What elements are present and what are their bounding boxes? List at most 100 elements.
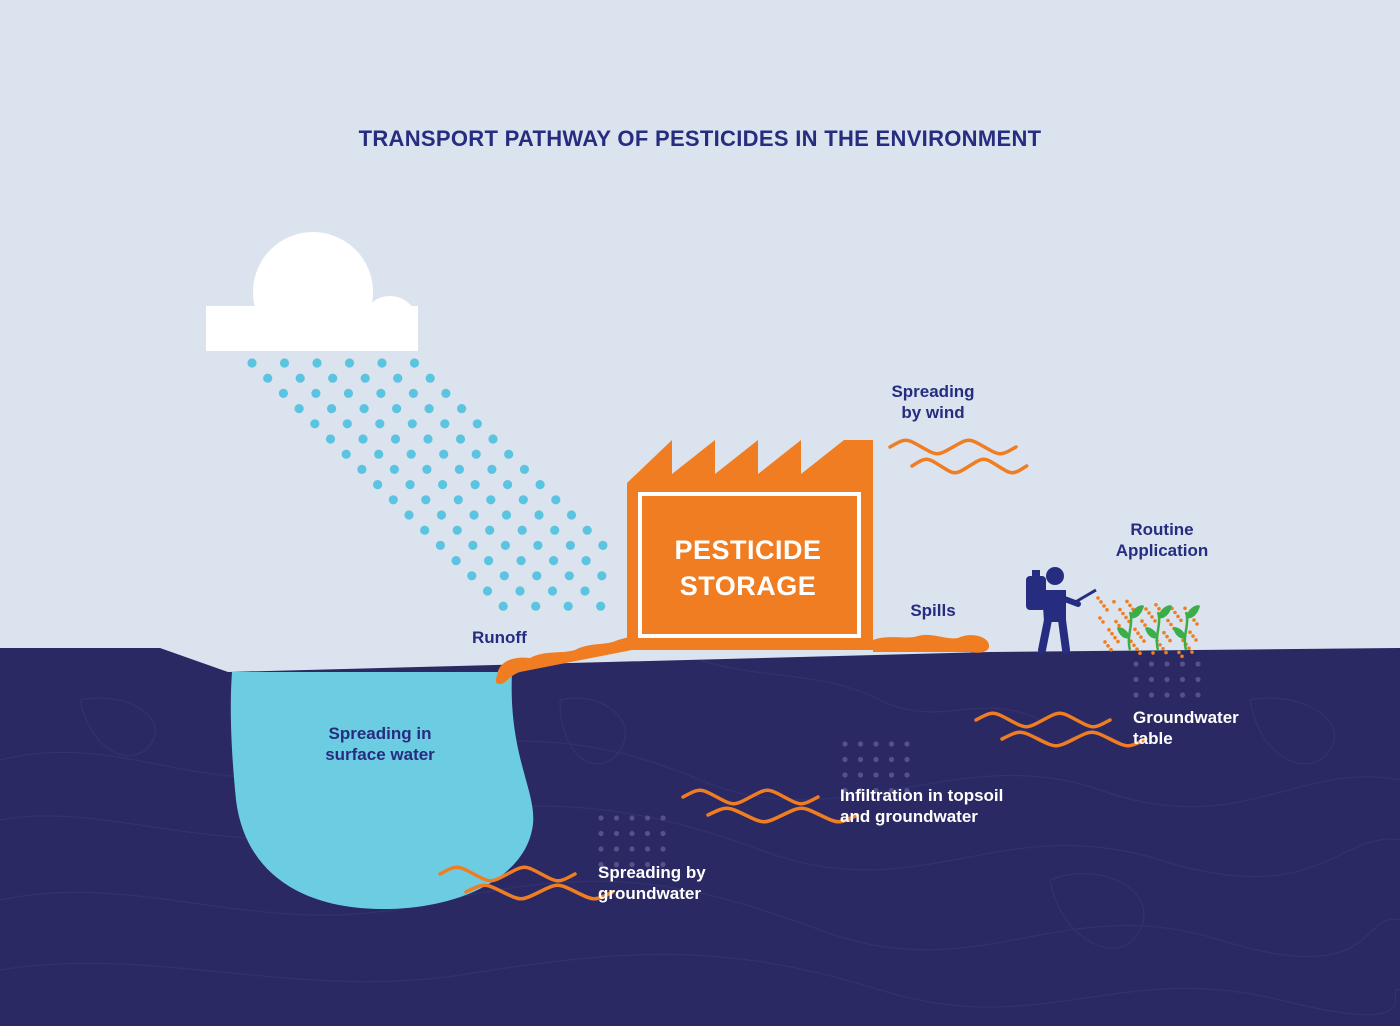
soil-dot — [873, 741, 879, 747]
spray-dot — [1139, 635, 1143, 639]
soil-dot — [873, 772, 879, 778]
soil-dot — [873, 787, 879, 794]
rain-drop — [501, 510, 512, 520]
rain-drop — [374, 449, 384, 459]
soil-dot — [613, 830, 620, 837]
spray-dot — [1147, 611, 1151, 615]
rain-drop — [482, 586, 493, 596]
spray-dot — [1192, 618, 1196, 622]
soil-dot — [842, 772, 848, 778]
rain-drop — [310, 419, 320, 429]
soil-dot — [1195, 676, 1201, 683]
rain-drop — [503, 480, 513, 490]
spray-dot — [1117, 623, 1121, 628]
pesticide-storage-label: PESTICIDE STORAGE — [674, 535, 822, 601]
rain-drop — [422, 464, 432, 474]
rain-drop — [408, 388, 418, 398]
wave-icon — [681, 788, 820, 806]
spills-puddle — [873, 634, 990, 653]
rain-drop — [344, 358, 355, 368]
rain-drop — [373, 480, 383, 490]
rain-drop — [441, 388, 451, 398]
soil-dot — [1164, 692, 1170, 698]
rain-drop — [563, 601, 573, 611]
rain-drop — [263, 373, 273, 383]
rain-drop — [457, 404, 467, 414]
soil-dot — [629, 861, 635, 868]
spray-dot — [1128, 603, 1132, 608]
rain-drop — [515, 586, 525, 596]
spray-dot — [1166, 618, 1170, 623]
rain-drop — [425, 373, 435, 383]
rain-drop — [582, 525, 592, 535]
soil-dot — [888, 756, 895, 763]
spray-dot — [1103, 640, 1107, 644]
soil-dot — [904, 756, 910, 763]
soil-dot — [1133, 661, 1139, 667]
soil-dot — [857, 741, 864, 747]
rain-drops — [247, 358, 608, 611]
soil-dot — [629, 815, 635, 821]
rain-drop — [532, 571, 542, 581]
soil-dot — [1133, 676, 1139, 683]
rain-drop — [455, 434, 466, 444]
spray-dot — [1194, 638, 1198, 642]
rain-drop — [435, 540, 445, 551]
soil-dot — [904, 772, 910, 778]
rain-drop — [580, 586, 590, 596]
spray-dot — [1153, 619, 1157, 623]
rain-drop — [377, 358, 387, 368]
rain-drop — [420, 525, 430, 535]
rain-drop — [547, 586, 558, 596]
wind-label: Spreading by wind — [891, 382, 975, 422]
spray-dot — [1098, 616, 1102, 620]
spray-dot — [1176, 614, 1180, 619]
spray-dot — [1105, 608, 1109, 612]
spray-dot — [1173, 610, 1177, 615]
rain-drop — [596, 601, 606, 611]
spray-dot — [1133, 627, 1137, 632]
plant-icons — [1117, 605, 1200, 651]
rain-drop — [534, 510, 544, 520]
spray-dot — [1102, 604, 1106, 608]
rain-drop — [392, 404, 402, 414]
rain-drop — [581, 556, 591, 566]
soil-dot — [644, 815, 651, 821]
spray-dot — [1107, 628, 1111, 632]
spray-dot — [1161, 646, 1165, 651]
surface-water-label: Spreading in surface water — [325, 724, 435, 764]
rain-drop — [517, 525, 527, 535]
rain-drop — [423, 434, 433, 444]
spray-dot — [1150, 615, 1154, 619]
rain-drop — [247, 358, 257, 368]
rain-drop — [531, 601, 541, 611]
spray-dot — [1195, 622, 1199, 626]
storage-sign-frame — [638, 492, 861, 638]
spray-dot — [1164, 650, 1168, 655]
spray-dot — [1099, 600, 1103, 604]
rain-drop — [328, 373, 338, 383]
wave-icon — [1000, 730, 1148, 748]
spray-dot — [1106, 644, 1110, 648]
rain-drop — [278, 388, 288, 398]
spray-dot — [1101, 620, 1105, 624]
rain-drop — [472, 419, 482, 429]
spray-dot — [1151, 651, 1155, 655]
groundwater-spread-label: Spreading by groundwater — [598, 863, 706, 903]
spray-dot — [1187, 646, 1191, 650]
spray-dot — [1140, 619, 1144, 623]
rain-drop — [407, 419, 417, 429]
soil-dot-grids — [598, 661, 1201, 868]
spray-dot — [1116, 639, 1120, 644]
rain-drop — [468, 540, 478, 551]
soil-dot — [857, 772, 864, 778]
rain-drop — [357, 464, 367, 474]
soil-dot — [1148, 676, 1155, 683]
rain-drop — [499, 571, 509, 581]
soil-dot — [629, 830, 635, 837]
surface-water — [230, 672, 534, 910]
spray-dot — [1144, 607, 1148, 611]
soil-dot — [644, 846, 651, 852]
rain-drop — [471, 449, 481, 459]
